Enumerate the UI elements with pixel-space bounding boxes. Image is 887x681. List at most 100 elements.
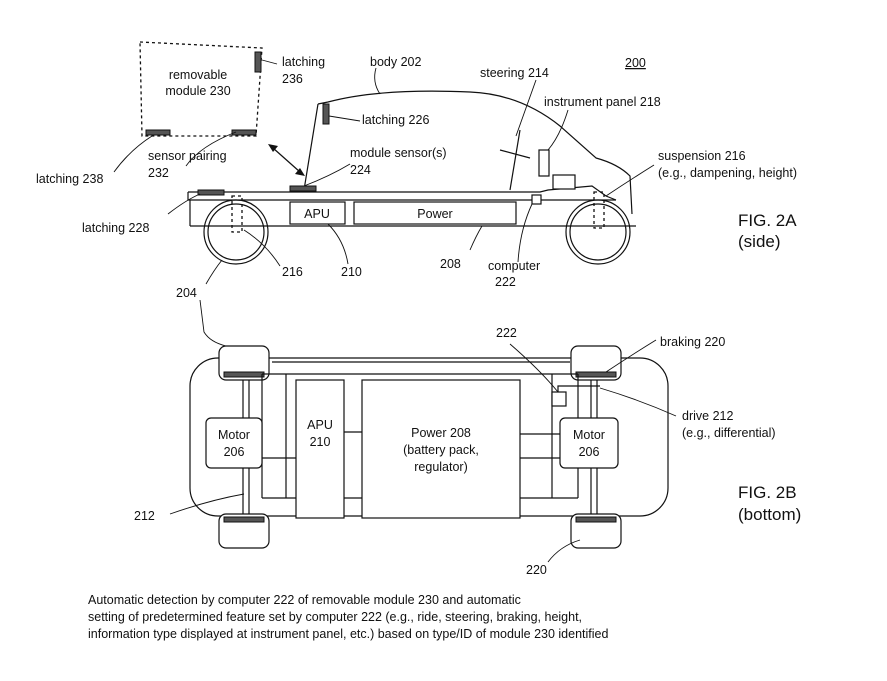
leader-220 <box>547 539 581 563</box>
latching-226-label: latching 226 <box>362 113 429 127</box>
leader-latching-228 <box>167 193 201 215</box>
power-208-label-1: Power 208 <box>411 426 471 440</box>
leader-suspension <box>605 164 655 197</box>
drive-212-label-1: drive 212 <box>682 409 733 423</box>
module-sensors-224-label-1: module sensor(s) <box>350 146 447 160</box>
computer-222-box <box>531 194 542 205</box>
leader-204 <box>205 259 223 285</box>
latching-236-label-1: latching <box>282 55 325 69</box>
suspension-216-label-2: (e.g., dampening, height) <box>658 166 797 180</box>
steering-column <box>509 129 521 191</box>
apu-label-side: APU <box>304 207 330 221</box>
fig-2b-bottom-view <box>169 299 677 563</box>
sensor-pairing-232-label-1: sensor pairing <box>148 149 227 163</box>
ref-204-label: 204 <box>176 286 197 300</box>
caption-line-3: information type displayed at instrument… <box>88 627 608 641</box>
apu-label-1: APU <box>307 418 333 432</box>
leader-braking <box>605 339 657 373</box>
ref-210-label: 210 <box>341 265 362 279</box>
removable-module-label-1: removable <box>169 68 227 82</box>
instrument-panel-box <box>538 149 550 177</box>
latching-236-mark <box>254 51 262 73</box>
latching-238-mark <box>145 129 171 136</box>
removable-module-label-2: module 230 <box>165 84 230 98</box>
module-sensors-224-label-2: 224 <box>350 163 371 177</box>
steering-wheel <box>499 149 531 159</box>
motor-right-box <box>559 417 619 469</box>
ref-222-bottom-label: 222 <box>496 326 517 340</box>
fig-2b-subtitle: (bottom) <box>738 505 801 524</box>
body-rear-edge <box>303 103 319 191</box>
attach-arrow <box>272 147 301 173</box>
front-wheel-outer <box>565 199 631 265</box>
apu-label-2: 210 <box>310 435 331 449</box>
motor-right-label-2: 206 <box>579 445 600 459</box>
computer-222-label-2: 222 <box>495 275 516 289</box>
instrument-panel-218-label: instrument panel 218 <box>544 95 661 109</box>
motor-right-label-1: Motor <box>573 428 605 442</box>
suspension-216-label-1: suspension 216 <box>658 149 746 163</box>
apu-box-side <box>289 201 346 225</box>
leader-212 <box>169 493 245 515</box>
leader-latching-238 <box>113 135 153 173</box>
motor-left-box <box>205 417 263 469</box>
removable-module-outline <box>139 41 263 137</box>
motor-left-label-1: Motor <box>218 428 250 442</box>
leader-instrument <box>547 109 569 151</box>
ref-208-label: 208 <box>440 257 461 271</box>
arrow-head-down <box>295 168 305 176</box>
rear-suspension <box>231 195 243 233</box>
latching-228-mark <box>197 189 225 196</box>
rear-wheel-outer <box>203 199 269 265</box>
ref-220-label: 220 <box>526 563 547 577</box>
fig-2a-subtitle: (side) <box>738 232 781 251</box>
power-208-label-3: regulator) <box>414 460 468 474</box>
front-wheel-inner <box>569 203 627 261</box>
leader-222-bottom <box>509 343 559 393</box>
fig-2b-title: FIG. 2B <box>738 483 797 502</box>
power-208-label-2: (battery pack, <box>403 443 479 457</box>
latching-228-label: latching 228 <box>82 221 149 235</box>
figure-number-200: 200 <box>625 56 646 70</box>
leader-module-sensors <box>303 163 351 187</box>
braking-220-label: braking 220 <box>660 335 725 349</box>
fig-2a-title: FIG. 2A <box>738 211 797 230</box>
sensor-pairing-232-label-2: 232 <box>148 166 169 180</box>
ref-216-label: 216 <box>282 265 303 279</box>
rear-wheel-inner <box>207 203 265 261</box>
latching-226-mark <box>322 103 330 125</box>
brake-rear-right <box>223 516 265 523</box>
vehicle-body-outline <box>317 90 633 215</box>
drive-212-label-2: (e.g., differential) <box>682 426 776 440</box>
steering-214-label: steering 214 <box>480 66 549 80</box>
chassis-top <box>188 185 617 201</box>
leader-latching-236 <box>261 59 278 65</box>
caption-line-2: setting of predetermined feature set by … <box>88 610 582 624</box>
brake-front-right <box>575 516 617 523</box>
arrow-head-up <box>268 144 278 152</box>
fig-2a-side-view: APU Power <box>113 41 655 285</box>
brake-rear-left <box>223 371 265 378</box>
leader-sensor-pairing <box>185 131 237 167</box>
leader-210 <box>327 223 349 265</box>
power-box-bottom <box>361 379 521 519</box>
caption-line-1: Automatic detection by computer 222 of r… <box>88 593 521 607</box>
leader-204-to-wheel <box>199 299 227 347</box>
front-suspension <box>593 191 605 229</box>
apu-box-bottom <box>295 379 345 519</box>
sensor-pairing-232-mark <box>231 129 257 136</box>
leader-body <box>374 67 381 95</box>
brake-front-left <box>575 371 617 378</box>
latching-238-label: latching 238 <box>36 172 103 186</box>
latching-236-label-2: 236 <box>282 72 303 86</box>
computer-222-box-bottom <box>551 391 567 407</box>
computer-222-label-1: computer <box>488 259 540 273</box>
leader-208 <box>469 225 483 251</box>
leader-computer <box>517 203 533 263</box>
power-label-side: Power <box>417 207 452 221</box>
leader-drive <box>599 387 677 417</box>
leader-latching-226 <box>328 115 361 122</box>
power-box-side <box>353 201 517 225</box>
